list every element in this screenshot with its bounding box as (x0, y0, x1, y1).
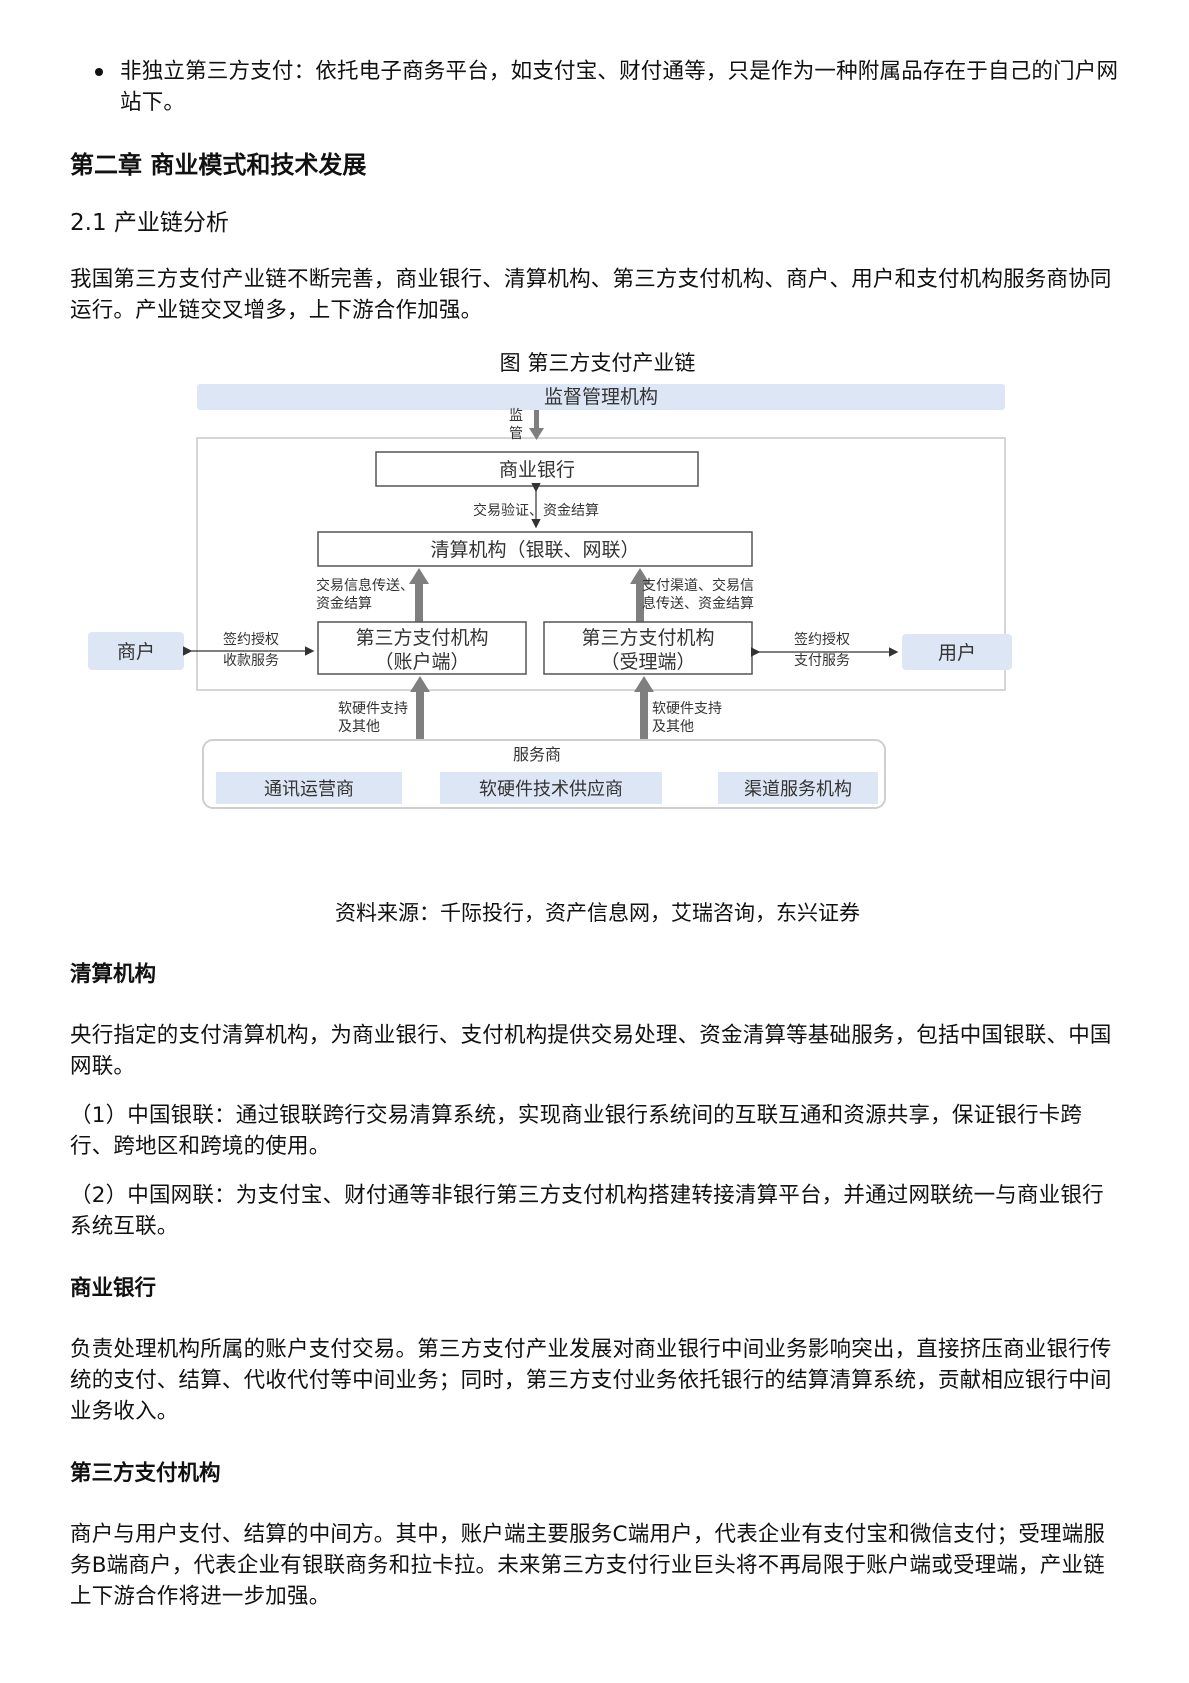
right-up-label-2: 息传送、资金结算 (642, 595, 754, 612)
left-support-label-2: 及其他 (338, 719, 380, 735)
left-support-arrow (416, 690, 424, 740)
acquiring-side-label-2: （受理端） (600, 651, 695, 673)
right-up-arrow (636, 582, 644, 628)
telecom-label: 通讯运营商 (264, 779, 354, 800)
telecom-box (216, 772, 402, 804)
section-title: 2.1 产业链分析 (70, 210, 229, 236)
left-up-label-2: 资金结算 (316, 596, 372, 612)
regulator-bar (197, 384, 1005, 410)
merchant-label-1: 签约授权 (223, 631, 279, 648)
regulate-arrowhead (529, 428, 544, 440)
right-up-label-1: 支付渠道、交易信 (642, 577, 754, 594)
industry-chain-diagram: 监督管理机构 监 管 商业银行 交易验证、资金结算 清算机构（银联、网联） 交易… (70, 378, 1125, 898)
regulate-label-1: 监 (509, 408, 523, 424)
merchant-label: 商户 (117, 641, 155, 663)
figure-source: 资料来源：千际投行，资产信息网，艾瑞咨询，东兴证券 (335, 901, 860, 925)
right-support-arrowhead (634, 676, 654, 692)
core-frame (196, 437, 1006, 691)
unionpay-paragraph: （1）中国银联：通过银联跨行交易清算系统，实现商业银行系统间的互联互通和资源共享… (70, 1103, 1083, 1159)
right-support-label-1: 软硬件支持 (652, 701, 722, 717)
user-label-2: 支付服务 (794, 653, 850, 669)
bank-clearing-label: 交易验证、资金结算 (473, 502, 599, 519)
hw-sw-box (440, 772, 662, 804)
clearing-heading: 清算机构 (70, 962, 157, 987)
account-side-label-1: 第三方支付机构 (355, 627, 488, 649)
channel-box (718, 772, 878, 804)
bank-heading: 商业银行 (70, 1276, 157, 1301)
account-side-box (317, 621, 527, 675)
chapter-title: 第二章 商业模式和技术发展 (70, 151, 367, 179)
acquiring-side-label-1: 第三方支付机构 (581, 627, 714, 649)
merchant-box (88, 632, 184, 670)
regulator-label: 监督管理机构 (544, 386, 658, 408)
merchant-label-2: 收款服务 (223, 653, 279, 669)
right-up-arrowhead (630, 568, 650, 584)
account-side-label-2: （账户端） (374, 651, 469, 673)
bullet-item: 非独立第三方支付：依托电子商务平台，如支付宝、财付通等，只是作为一种附属品存在于… (70, 56, 1125, 118)
bullet-dot (95, 68, 103, 76)
tpp-paragraph: 商户与用户支付、结算的中间方。其中，账户端主要服务C端用户，代表企业有支付宝和微… (70, 1522, 1106, 1609)
regulate-label-2: 管 (509, 426, 523, 442)
right-support-arrow (640, 690, 648, 740)
bank-paragraph: 负责处理机构所属的账户支付交易。第三方支付产业发展对商业银行中间业务影响突出，直… (70, 1337, 1112, 1424)
acquiring-side-box (543, 621, 753, 675)
left-up-label-1: 交易信息传送、 (316, 577, 414, 594)
channel-label: 渠道服务机构 (744, 779, 852, 800)
clearing-box (317, 531, 753, 567)
user-box (902, 634, 1012, 670)
netsunion-paragraph: （2）中国网联：为支付宝、财付通等非银行第三方支付机构搭建转接清算平台，并通过网… (70, 1183, 1104, 1239)
clearing-label: 清算机构（银联、网联） (430, 539, 639, 561)
intro-paragraph: 我国第三方支付产业链不断完善，商业银行、清算机构、第三方支付机构、商户、用户和支… (70, 267, 1112, 323)
figure-title: 图 第三方支付产业链 (499, 351, 696, 375)
hw-sw-label: 软硬件技术供应商 (479, 779, 623, 800)
left-up-arrow (415, 582, 423, 628)
bank-label: 商业银行 (499, 459, 575, 481)
tpp-heading: 第三方支付机构 (70, 1461, 221, 1486)
left-support-arrowhead (410, 676, 430, 692)
user-label-1: 签约授权 (794, 631, 850, 648)
left-up-arrowhead (409, 568, 429, 584)
right-support-label-2: 及其他 (652, 719, 694, 735)
bullet-text: 非独立第三方支付：依托电子商务平台，如支付宝、财付通等，只是作为一种附属品存在于… (120, 59, 1119, 115)
user-label: 用户 (938, 642, 976, 664)
left-support-label-1: 软硬件支持 (338, 701, 408, 717)
document-page: 非独立第三方支付：依托电子商务平台，如支付宝、财付通等，只是作为一种附属品存在于… (70, 56, 1125, 1612)
regulate-arrow (534, 410, 539, 432)
clearing-paragraph: 央行指定的支付清算机构，为商业银行、支付机构提供交易处理、资金清算等基础服务，包… (70, 1023, 1112, 1079)
service-provider-label: 服务商 (513, 745, 561, 764)
bank-box (375, 451, 699, 487)
